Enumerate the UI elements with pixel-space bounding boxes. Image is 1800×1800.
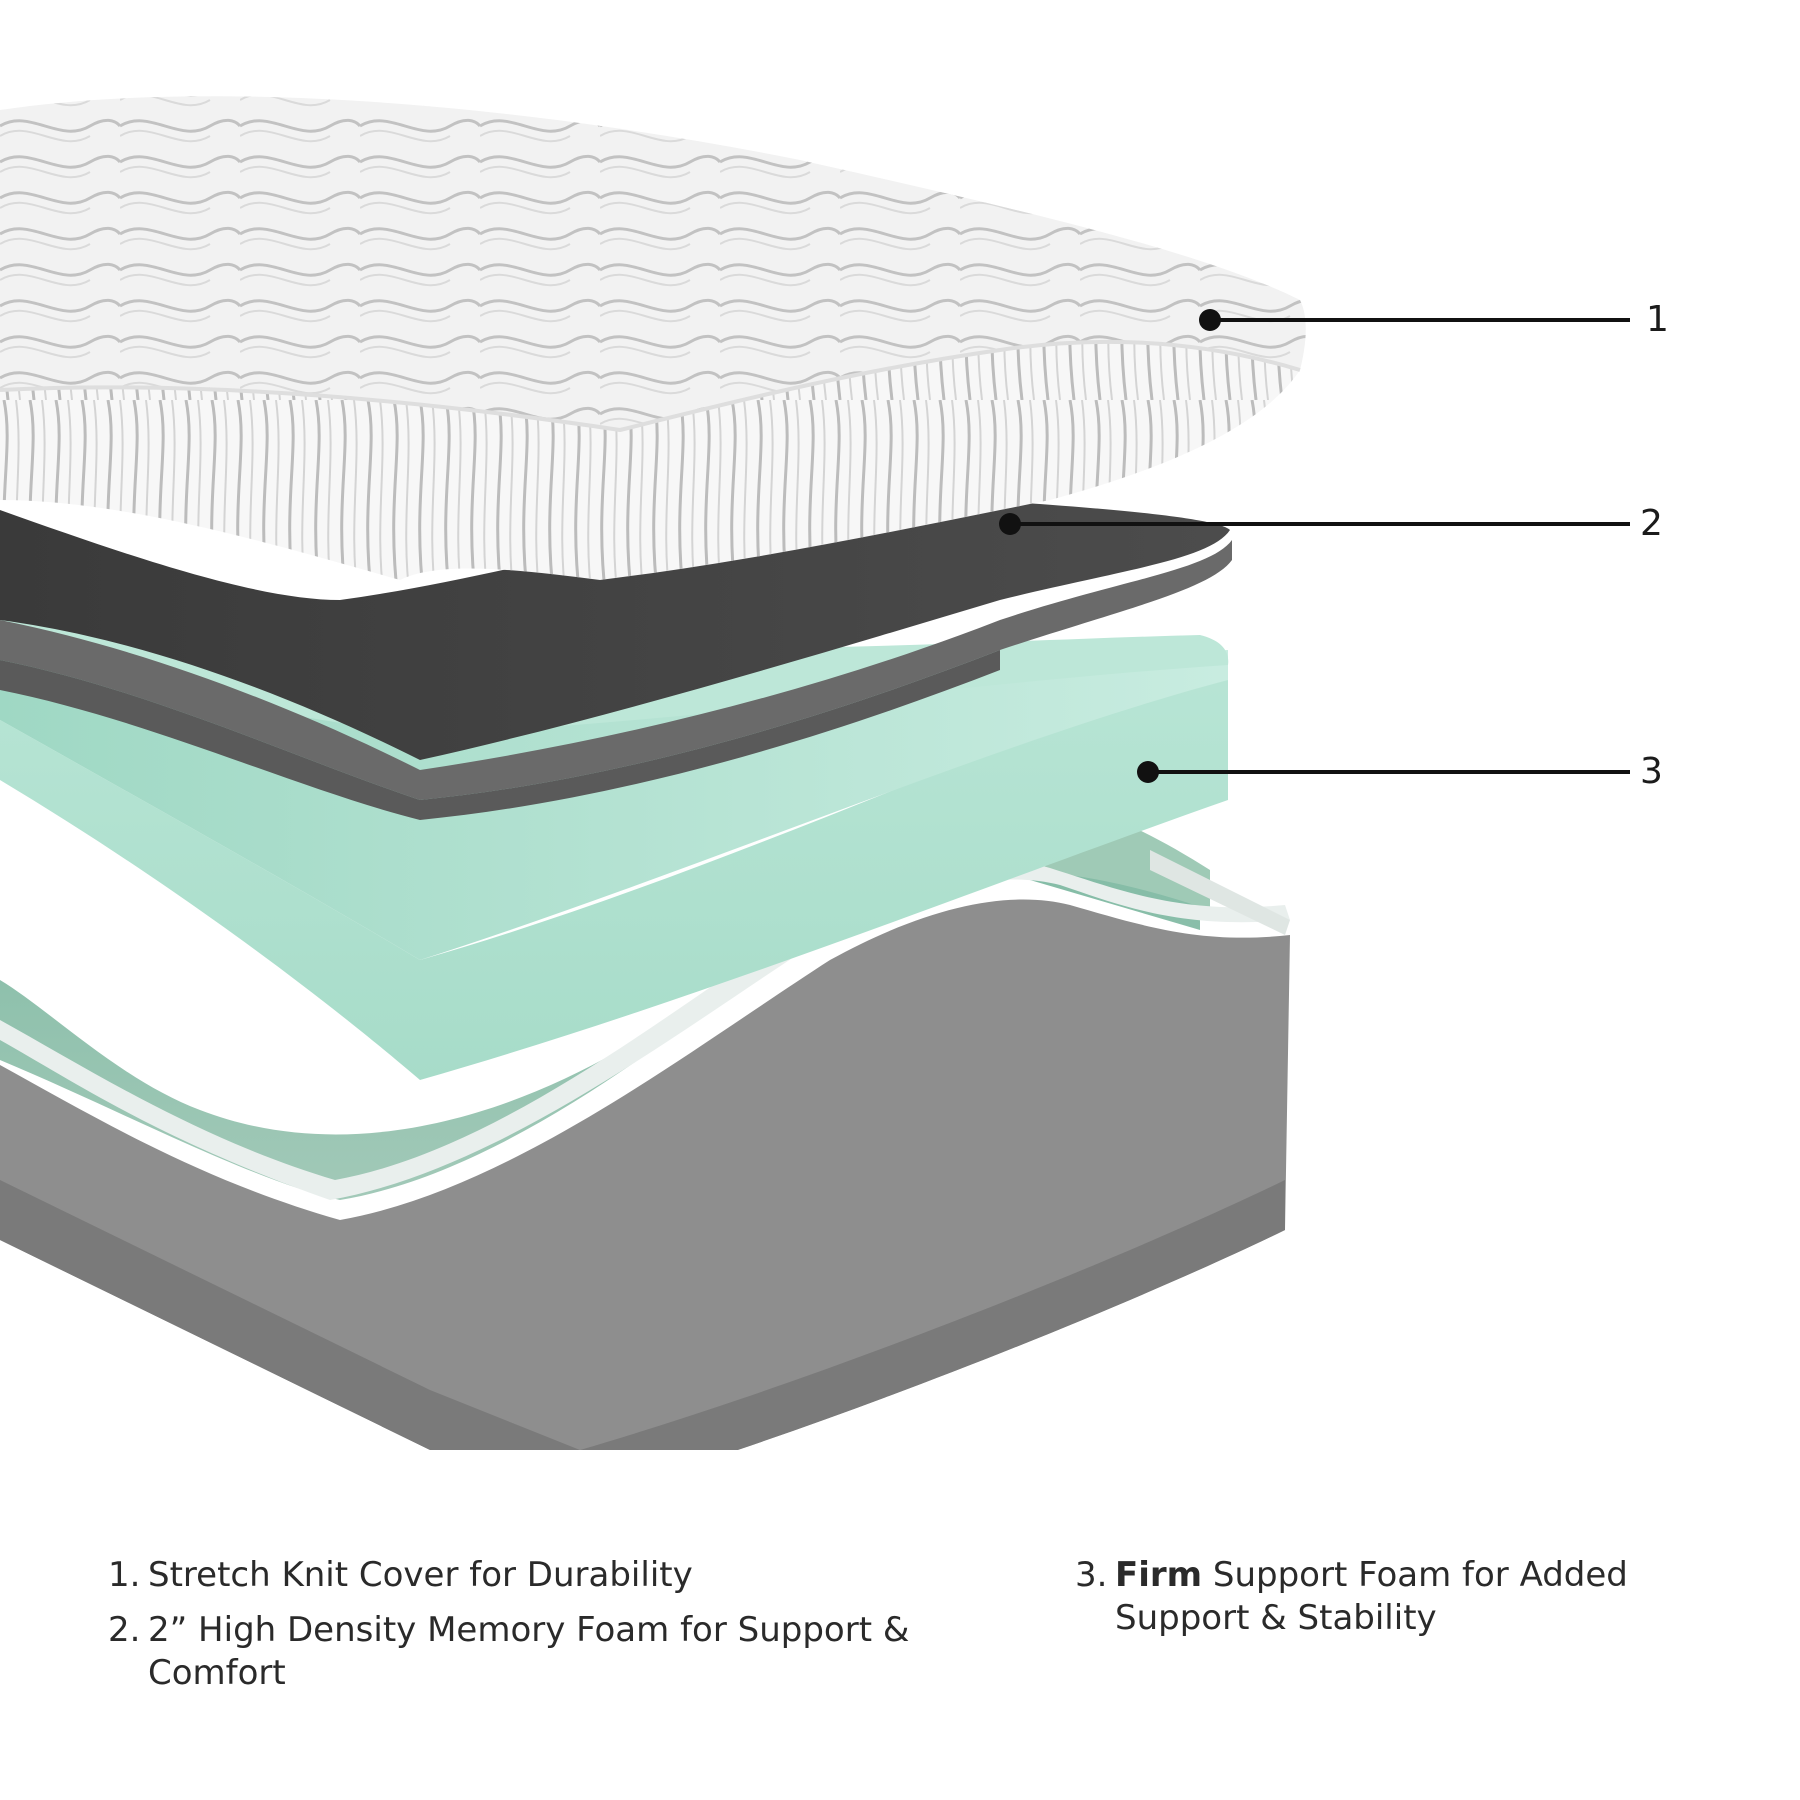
callout-2-dot (999, 513, 1021, 535)
legend-item-1: 1. Stretch Knit Cover for Durability (108, 1554, 968, 1597)
base-side-fabric (0, 899, 1290, 1450)
support-foam-side (0, 660, 1228, 1080)
callout-3-dot (1137, 761, 1159, 783)
callout-1-leader (1199, 309, 1630, 331)
legend-item-2: 2. 2” High Density Memory Foam for Suppo… (108, 1609, 968, 1695)
legend-item-2-number: 2. (108, 1610, 141, 1650)
callout-1-number: 1 (1646, 299, 1669, 340)
legend-item-1-text: Stretch Knit Cover for Durability (148, 1555, 693, 1595)
callout-2-leader (999, 513, 1630, 535)
legend-item-1-number: 1. (108, 1555, 141, 1595)
legend-item-3-text: Firm Support Foam for Added Support & St… (1115, 1554, 1685, 1640)
memory-foam-layer (0, 497, 1232, 820)
legend-item-2-text: 2” High Density Memory Foam for Support … (148, 1610, 910, 1693)
cover-seam (0, 339, 1301, 433)
callout-1-dot (1199, 309, 1221, 331)
memory-foam-top (0, 497, 1230, 760)
base-back-rim (1150, 850, 1290, 935)
legend-column-left: 1. Stretch Knit Cover for Durability 2. … (108, 1554, 968, 1707)
callout-3-leader (1137, 761, 1630, 783)
memory-foam-under (0, 650, 1000, 820)
legend-item-3: 3. Firm Support Foam for Added Support &… (1075, 1554, 1685, 1640)
mattress-layer-illustration (0, 96, 1630, 1450)
memory-foam-edge (0, 540, 1232, 800)
callout-3-number: 3 (1640, 751, 1663, 792)
knit-cover-layer (0, 96, 1306, 580)
legend-column-right: 3. Firm Support Foam for Added Support &… (1075, 1554, 1685, 1652)
legend-item-3-rest: Support Foam for Added Support & Stabili… (1115, 1555, 1628, 1638)
base-side-shade (0, 1180, 1285, 1450)
callout-2-number: 2 (1640, 503, 1663, 544)
legend-item-3-bold: Firm (1115, 1555, 1203, 1595)
legend-item-3-number: 3. (1075, 1555, 1108, 1595)
